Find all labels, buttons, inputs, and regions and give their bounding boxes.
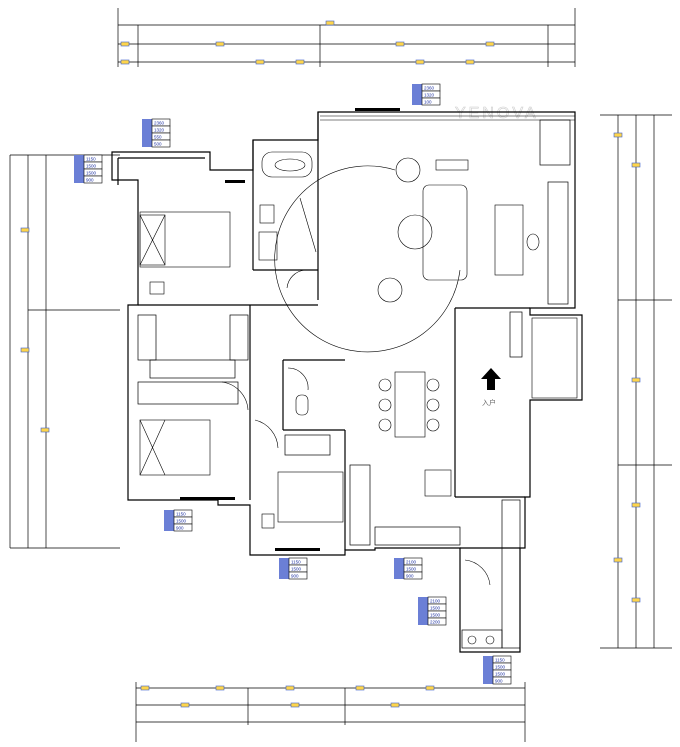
dimension-tag (613, 557, 623, 563)
room-table-value: 1500 (495, 665, 506, 670)
room-table-value: 1500 (176, 519, 187, 524)
dimension-tag (20, 347, 30, 353)
bathroom-1 (258, 151, 317, 289)
room-tables: 2360 1320 100 2360 1320 550 500 1150 1500 1500 900… (74, 83, 512, 685)
bedroom-1 (139, 180, 245, 295)
room-table: 2360 1320 100 (412, 83, 441, 106)
dimension-tag (290, 702, 300, 708)
dimension-tag (140, 685, 150, 691)
room-table: 2360 1320 550 500 (142, 118, 171, 148)
room-table-value: 900 (291, 574, 299, 579)
room-table-value: 2360 (154, 121, 165, 126)
room-table-value: 1500 (406, 567, 417, 572)
dimension-tag (485, 41, 495, 47)
dimension-tag (20, 227, 30, 233)
room-table-value: 100 (424, 100, 432, 105)
dimension-tag (215, 41, 225, 47)
room-table: 1150 1500 1500 900 (483, 655, 512, 685)
room-table: 2100 1500 1500 2200 (418, 596, 447, 626)
bottom-dimensions (135, 682, 526, 742)
room-table-value: 1500 (430, 606, 441, 611)
room-table-value: 2100 (430, 599, 441, 604)
room-table-value: 2360 (424, 86, 435, 91)
room-table-value: 1500 (495, 672, 506, 677)
room-table-value: 900 (406, 574, 414, 579)
dimension-tag (325, 20, 335, 26)
dimension-tag (355, 685, 365, 691)
watermark: YENOVA (455, 105, 539, 122)
dimension-tag (425, 685, 435, 691)
room-table-value: 550 (154, 135, 162, 140)
room-table-value: 900 (176, 526, 184, 531)
entry-label: 入户 (482, 398, 496, 407)
dimension-tag (631, 597, 641, 603)
dimension-tag (415, 59, 425, 65)
dimension-tag (255, 59, 265, 65)
top-dimensions (117, 8, 576, 67)
room-table-value: 900 (86, 178, 94, 183)
dimension-tag (40, 427, 50, 433)
dimension-tag (613, 132, 623, 138)
room-table-value: 1320 (154, 128, 165, 133)
chair (149, 281, 165, 295)
dimension-tag (631, 502, 641, 508)
room-table-value: 1150 (176, 512, 186, 517)
living-room (274, 108, 571, 353)
dimension-tag (180, 702, 190, 708)
room-table: 1150 1500 900 (279, 557, 308, 580)
dimension-tag (631, 377, 641, 383)
dimension-tag (395, 41, 405, 47)
kitchen (461, 311, 578, 649)
room-table: 1150 1500 900 (164, 509, 193, 532)
dimension-tag (295, 59, 305, 65)
bedroom-2 (137, 314, 249, 500)
room-table-value: 2100 (406, 560, 417, 565)
dimension-tag (285, 685, 295, 691)
room-table-value: 1150 (495, 658, 505, 663)
dimension-tag (465, 59, 475, 65)
room-table-value: 2200 (430, 620, 441, 625)
study (254, 419, 371, 551)
room-table-value: 900 (495, 679, 503, 684)
room-table-value: 1320 (424, 93, 435, 98)
room-table-value: 1150 (86, 157, 96, 162)
dimension-tag (120, 59, 130, 65)
dining (374, 371, 461, 546)
dimension-tag (390, 702, 400, 708)
room-table-value: 1500 (86, 164, 97, 169)
room-table-value: 500 (154, 142, 162, 147)
room-table: 2100 1500 900 (394, 557, 423, 580)
bathroom-2 (284, 367, 331, 456)
entry: 入户 (481, 368, 501, 407)
room-table-value: 1500 (86, 171, 97, 176)
room-table-value: 1150 (291, 560, 301, 565)
dimension-tag (631, 162, 641, 168)
dimension-tag (120, 41, 130, 47)
room-table-value: 1500 (291, 567, 302, 572)
dimension-tag (215, 685, 225, 691)
entry-arrow-icon (481, 368, 501, 390)
room-table-value: 1500 (430, 613, 441, 618)
room-table: 1150 1500 1500 900 (74, 154, 103, 184)
